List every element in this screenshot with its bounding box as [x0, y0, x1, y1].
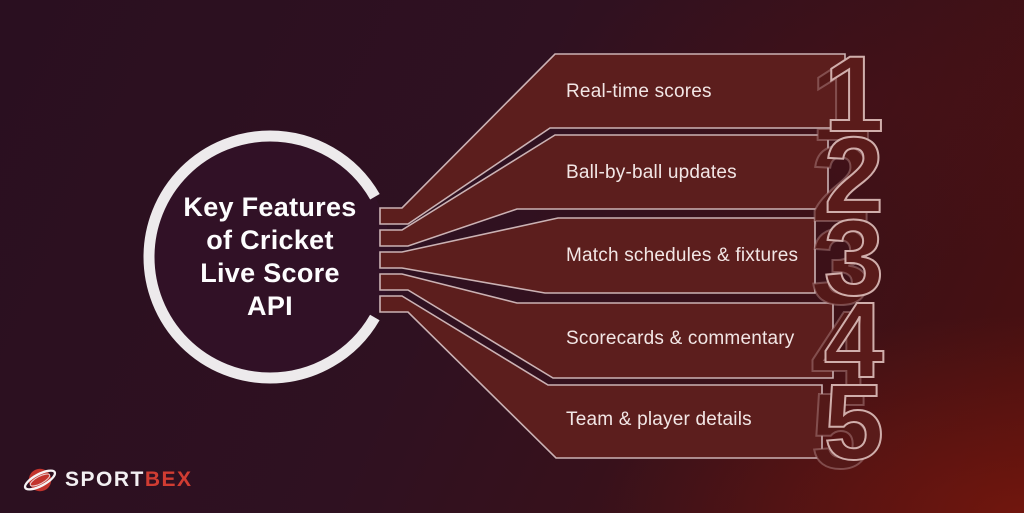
logo-text-bex: BEX: [144, 468, 193, 491]
sportbex-logo: SPORTBEX: [22, 462, 193, 498]
feature-label-1: Real-time scores: [566, 81, 712, 102]
center-circle-ring: [143, 130, 397, 384]
title-line-3: Live Score: [200, 258, 340, 288]
logo-text-sport: SPORT: [65, 468, 145, 491]
feature-label-3: Match schedules & fixtures: [566, 245, 799, 266]
title-line-1: Key Features: [183, 192, 357, 222]
feature-ribbon-4: [379, 273, 834, 379]
feature-label-4: Scorecards & commentary: [566, 328, 795, 349]
logo-wordmark: SPORTBEX: [65, 462, 193, 498]
step-number-2-shadow: 2: [811, 123, 869, 244]
step-number-3-shadow: 3: [811, 206, 869, 327]
step-number-5-shadow: 5: [811, 370, 869, 491]
step-number-1-shadow: 1: [811, 42, 869, 163]
title-line-2: of Cricket: [206, 225, 334, 255]
step-number-1: 1: [824, 33, 882, 154]
step-number-2: 2: [824, 114, 882, 235]
feature-label-5: Team & player details: [566, 409, 752, 430]
feature-ribbon-3: [379, 217, 816, 294]
feature-ribbon-1: [379, 53, 846, 225]
title-line-4: API: [247, 291, 293, 321]
feature-label-2: Ball-by-ball updates: [566, 162, 737, 183]
step-number-4-shadow: 4: [811, 288, 871, 409]
step-number-4: 4: [824, 279, 884, 400]
feature-ribbon-5: [379, 295, 823, 459]
feature-ribbon-2: [379, 134, 829, 247]
sportbex-globe-icon: [23, 468, 57, 492]
step-number-3: 3: [824, 197, 882, 318]
page-title: Key Features of Cricket Live Score API: [150, 191, 390, 323]
step-number-5: 5: [824, 361, 882, 482]
